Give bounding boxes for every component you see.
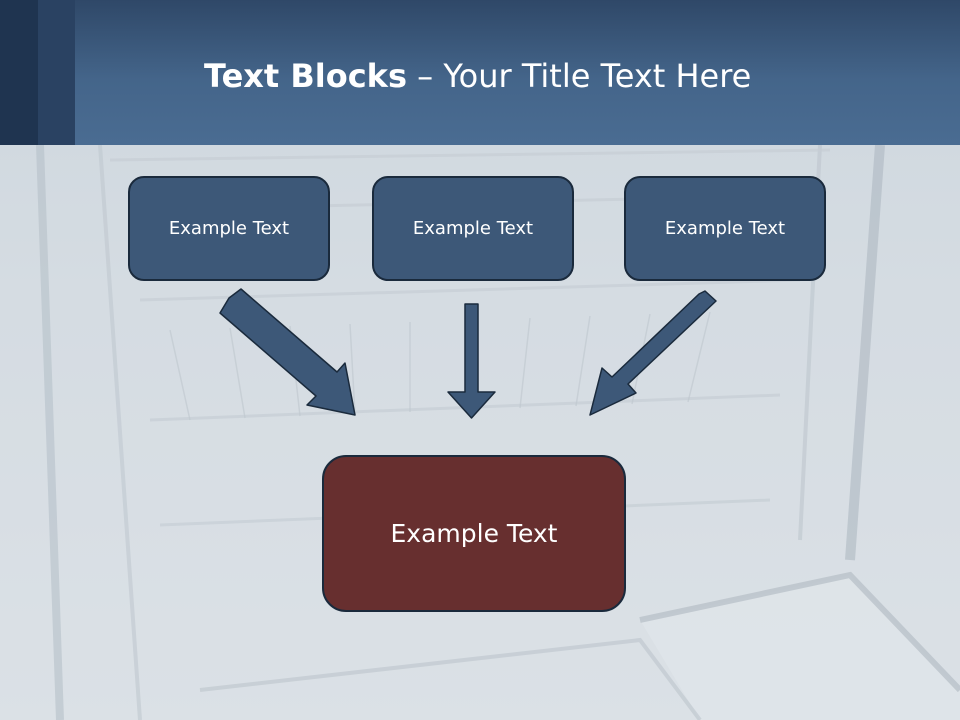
- text-block-2: Example Text: [372, 176, 574, 281]
- text-block-3: Example Text: [624, 176, 826, 281]
- arrow-right-icon: [589, 290, 717, 416]
- text-block-result-label: Example Text: [390, 519, 558, 548]
- title-bar: Text Blocks – Your Title Text Here: [0, 0, 960, 145]
- text-block-result: Example Text: [322, 455, 626, 612]
- text-block-1: Example Text: [128, 176, 330, 281]
- text-block-1-label: Example Text: [168, 218, 290, 239]
- title-rest: – Your Title Text Here: [407, 57, 752, 95]
- page-title: Text Blocks – Your Title Text Here: [204, 52, 751, 100]
- text-block-2-label: Example Text: [412, 218, 534, 239]
- arrow-middle-icon: [447, 303, 496, 419]
- text-block-3-label: Example Text: [664, 218, 786, 239]
- title-bold: Text Blocks: [204, 57, 407, 95]
- arrow-left-icon: [219, 288, 356, 416]
- header-accent-stripe-2: [38, 0, 75, 145]
- header-accent-stripe: [0, 0, 38, 145]
